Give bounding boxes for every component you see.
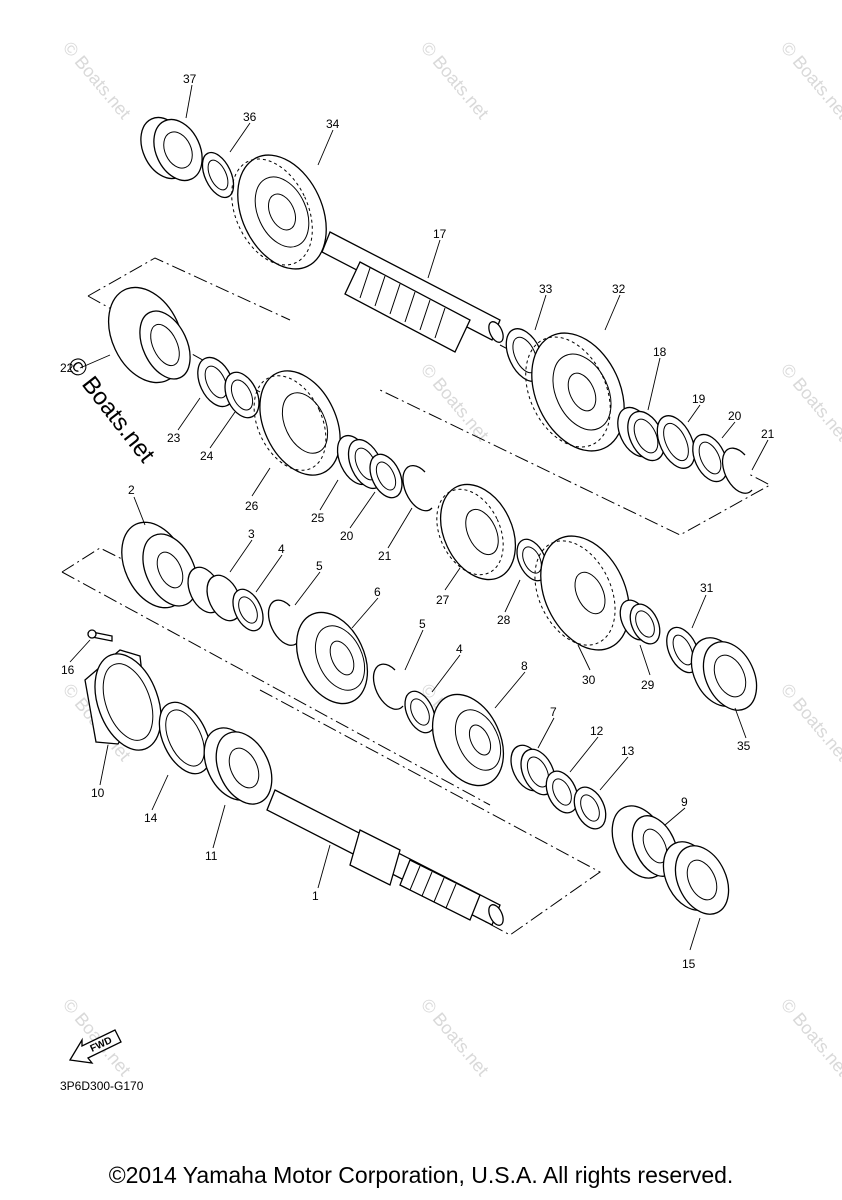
part-3-bushing [187,566,242,622]
watermark: © Boats.net [59,995,135,1080]
callout-23: 23 [167,431,181,445]
callout-36: 36 [243,110,257,124]
part-15-bearing [662,841,730,915]
callout-29: 29 [641,678,655,692]
callout-9: 9 [681,795,688,809]
callout-24: 24 [200,449,214,463]
part-24-lock-washer [224,371,260,419]
watermark: © Boats.net [777,995,842,1080]
part-16-bolt [87,629,113,642]
callout-31: 31 [700,581,714,595]
part-22-gear [107,286,191,384]
part-2-gear [121,521,198,609]
part-11-bearing [203,727,273,805]
part-4-splined-washer [232,588,264,632]
part-1-main-shaft [266,789,504,926]
callout-5: 5 [419,617,426,631]
part-37-bearing [140,116,203,182]
callout-14: 14 [144,811,158,825]
leader-lines [69,84,769,951]
callout-34: 34 [326,117,340,131]
watermark: © Boats.net [777,360,842,445]
callout-19: 19 [692,392,706,406]
part-19-washer [656,415,696,469]
watermark: © Boats.net [417,360,493,445]
part-25-needle-bearing [336,434,385,490]
watermark: © Boats.net [59,38,135,123]
callout-17: 17 [433,227,447,241]
callout-20: 20 [728,409,742,423]
callout-26: 26 [245,499,259,513]
part-27-gear [436,483,517,581]
part-26-gear [253,370,341,476]
part-18-needle-bearing [617,406,665,462]
part-14-seal [158,701,212,775]
callout-21: 21 [761,427,775,441]
watermark: © Boats.net [417,38,493,123]
callouts: 37 36 34 17 33 32 18 19 20 21 22 23 24 2… [60,72,775,971]
part-17-shaft [321,231,504,353]
callout-16: 16 [61,663,75,677]
callout-12: 12 [590,724,604,738]
part-21-circlip [402,465,433,512]
callout-22: 22 [60,361,74,375]
callout-25: 25 [311,511,325,525]
callout-10: 10 [91,786,105,800]
part-20-splined-washer [692,433,728,483]
watermark: © Boats.net [777,680,842,765]
part-20-splined-washer [369,453,403,499]
part-8-gear [431,693,505,787]
callout-4: 4 [456,642,463,656]
part-21-circlip [721,447,753,494]
callout-28: 28 [497,613,511,627]
callout-11: 11 [205,849,218,863]
callout-3: 3 [248,527,255,541]
callout-5: 5 [316,559,323,573]
part-6-gear [295,611,369,705]
diagram-code: 3P6D300-G170 [60,1079,144,1093]
part-13-lock-washer [573,786,607,830]
callout-30: 30 [582,673,596,687]
copyright-notice: ©2014 Yamaha Motor Corporation, U.S.A. A… [108,1162,734,1188]
callout-7: 7 [550,705,557,719]
watermark: © Boats.net [777,38,842,123]
part-5-circlip [267,599,299,646]
part-35-bearing [690,637,758,711]
part-29-bushing [619,599,661,645]
callout-27: 27 [436,593,450,607]
callout-2: 2 [128,483,135,497]
part-36-washer [201,151,235,199]
callout-33: 33 [539,282,553,296]
part-32-gear [525,332,625,452]
callout-35: 35 [737,739,751,753]
callout-6: 6 [374,585,381,599]
callout-21: 21 [378,549,392,563]
watermark: © Boats.net [417,995,493,1080]
transmission-exploded-diagram: © Boats.net © Boats.net © Boats.net © Bo… [59,38,842,1093]
callout-18: 18 [653,345,667,359]
callout-8: 8 [521,659,528,673]
callout-4: 4 [278,542,285,556]
part-30-gear [534,535,630,651]
callout-1: 1 [312,889,319,903]
callout-32: 32 [612,282,626,296]
part-12-splined-washer [545,770,579,814]
callout-15: 15 [682,957,696,971]
part-10-retainer [84,649,162,751]
part-5-circlip [372,663,404,710]
callout-13: 13 [621,744,635,758]
part-34-gear [231,154,327,270]
callout-37: 37 [183,72,197,86]
part-4-splined-washer [404,690,436,734]
callout-20: 20 [340,529,354,543]
